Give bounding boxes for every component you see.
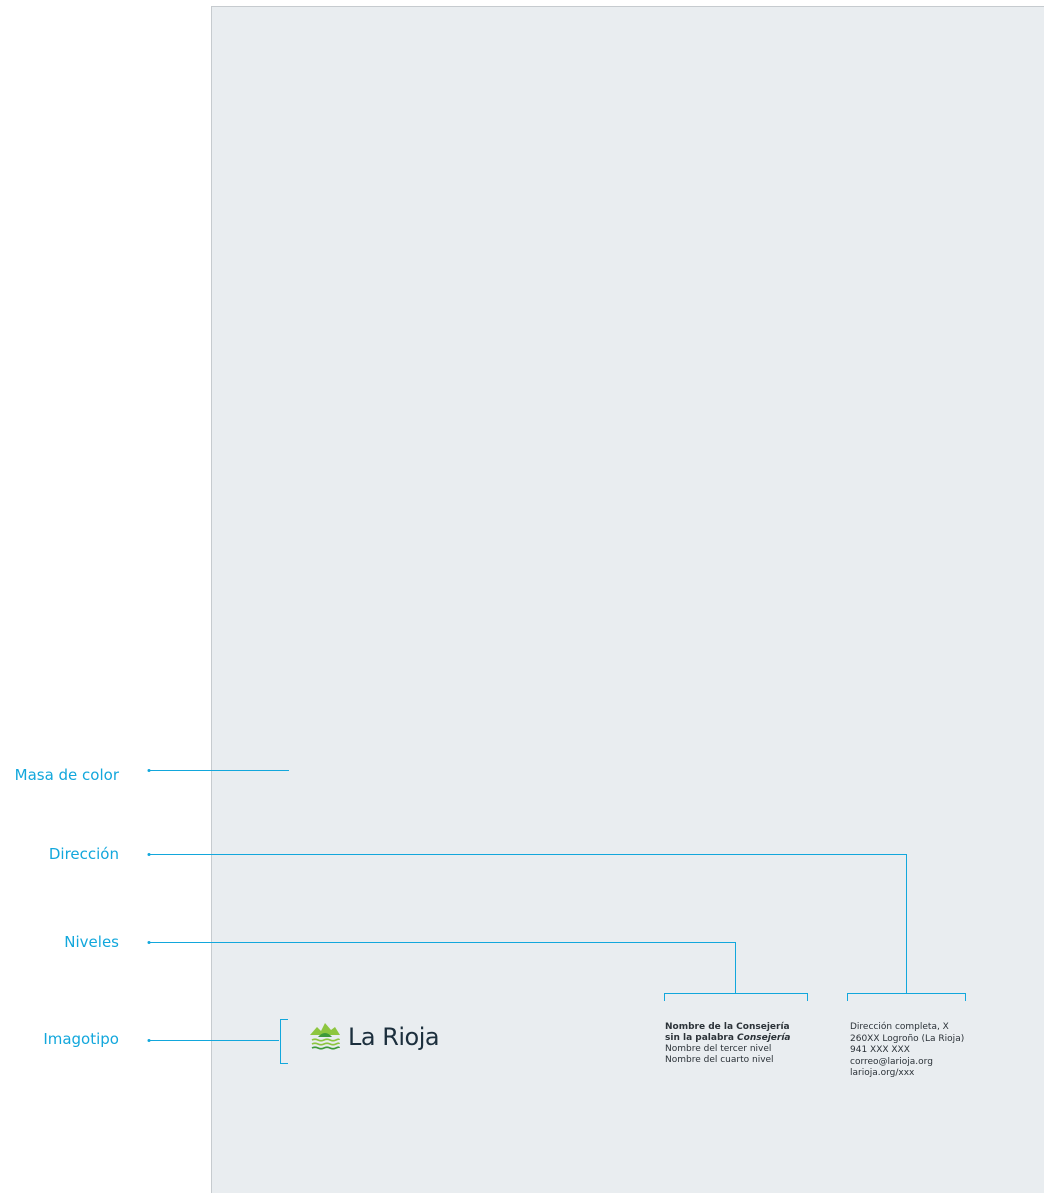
address-city: 260XX Logroño (La Rioja): [850, 1033, 965, 1044]
level-consejeria-note-italic: Consejería: [737, 1033, 791, 1043]
leader-dot-niveles: [147, 941, 151, 944]
annotation-label-imagotipo: Imagotipo: [43, 1030, 119, 1048]
letterhead-sheet: [211, 6, 1044, 1193]
address-street: Dirección completa, X: [850, 1022, 949, 1032]
logo-wordmark: La Rioja: [348, 1023, 440, 1051]
level-third: Nombre del tercer nivel: [665, 1044, 772, 1054]
leader-dot-direccion: [147, 853, 151, 856]
address-email: correo@larioja.org: [850, 1056, 933, 1067]
annotation-label-niveles: Niveles: [64, 933, 119, 951]
level-consejeria-note-prefix: sin la palabra: [665, 1033, 738, 1043]
level-fourth: Nombre del cuarto nivel: [665, 1055, 774, 1065]
level-consejeria-note: sin la palabra Consejería: [665, 1033, 815, 1044]
la-rioja-mountain-icon: [310, 1023, 340, 1050]
leader-dot-masa: [147, 769, 151, 772]
address-block: Dirección completa, X 260XX Logroño (La …: [850, 1022, 1010, 1080]
imagotipo-logo: La Rioja: [308, 1018, 440, 1056]
annotation-label-masa-de-color: Masa de color: [14, 766, 119, 784]
address-web: larioja.org/xxx: [850, 1068, 915, 1078]
annotation-label-direccion: Dirección: [48, 845, 119, 863]
leader-dot-imagotipo: [147, 1039, 151, 1042]
levels-block: Nombre de la Consejería sin la palabra C…: [665, 1022, 815, 1066]
address-phone: 941 XXX XXX: [850, 1045, 910, 1055]
level-consejeria: Nombre de la Consejería: [665, 1022, 790, 1032]
